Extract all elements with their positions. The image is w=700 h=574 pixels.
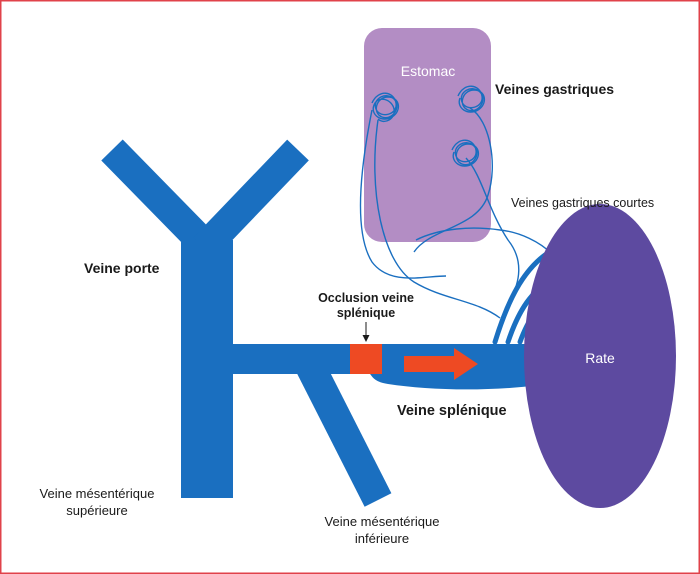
stomach-shape	[364, 28, 491, 242]
occlusion-label-line1: Occlusion veine	[318, 291, 414, 305]
occlusion-label-line2: splénique	[337, 306, 395, 320]
portal-vein	[101, 139, 309, 498]
inferior-mesenteric-label-line1: Veine mésentérique	[325, 514, 440, 529]
inferior-mesenteric-label-line2: inférieure	[355, 531, 409, 546]
flow-arrow	[404, 348, 478, 380]
splenic-vein-label: Veine splénique	[397, 403, 507, 419]
gastric-vein-lines	[359, 107, 553, 319]
spleen-label: Rate	[585, 350, 615, 366]
stomach-label: Estomac	[401, 63, 455, 79]
short-gastric-veins-label: Veines gastriques courtes	[511, 196, 654, 210]
gastric-vein-coils	[371, 85, 485, 167]
occlusion-block	[350, 344, 382, 374]
spleen-shape	[524, 204, 676, 508]
superior-mesenteric-label-line1: Veine mésentérique	[40, 486, 155, 501]
occlusion-pointer-arrow	[362, 322, 370, 342]
superior-mesenteric-label-line2: supérieure	[66, 503, 127, 518]
gastric-veins-label: Veines gastriques	[495, 81, 614, 97]
inferior-mesenteric-vein	[294, 355, 392, 507]
portal-vein-label: Veine porte	[84, 260, 160, 276]
